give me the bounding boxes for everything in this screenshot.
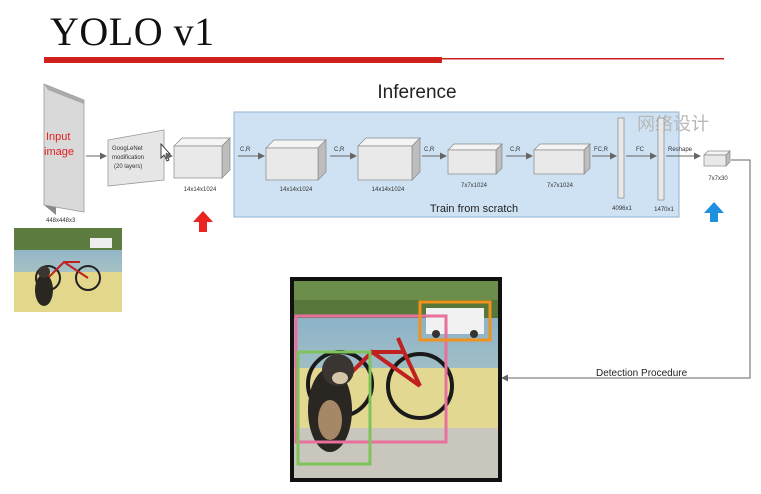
bbox-car bbox=[418, 300, 492, 342]
feature-map-5 bbox=[533, 143, 591, 175]
input-label-line2: image bbox=[44, 146, 74, 158]
feature-map-2 bbox=[265, 139, 327, 181]
slide-title: YOLO v1 bbox=[50, 9, 215, 54]
red-up-arrow-icon bbox=[193, 211, 213, 232]
fc-layer-4096 bbox=[617, 117, 625, 199]
output-size: 7x7x30 bbox=[708, 176, 728, 182]
input-photo-thumbnail bbox=[14, 228, 122, 312]
blue-up-arrow-icon bbox=[704, 202, 724, 222]
googlenet-line3: (20 layers) bbox=[114, 164, 142, 170]
connector-3: C,R bbox=[424, 147, 435, 153]
feature-map-2-size: 14x14x1024 bbox=[280, 187, 313, 193]
bbox-dog bbox=[296, 350, 372, 466]
connector-2: C,R bbox=[334, 147, 345, 153]
connector-5: FC,R bbox=[594, 147, 609, 153]
connector-6: FC bbox=[636, 147, 645, 153]
detection-result-photo bbox=[290, 277, 502, 482]
input-image-slab bbox=[43, 83, 85, 215]
feature-map-4-size: 7x7x1024 bbox=[461, 183, 488, 189]
feature-map-4 bbox=[447, 143, 503, 175]
feature-map-1-size: 14x14x1024 bbox=[184, 187, 217, 193]
fc-layer-4096-size: 4096x1 bbox=[612, 206, 632, 212]
connector-4: C,R bbox=[510, 147, 521, 153]
feature-map-3-size: 14x14x1024 bbox=[372, 187, 405, 193]
connector-1: C,R bbox=[240, 147, 251, 153]
feature-map-5-size: 7x7x1024 bbox=[547, 183, 574, 189]
detection-procedure-line bbox=[501, 159, 751, 382]
train-from-scratch-label: Train from scratch bbox=[430, 203, 518, 215]
watermark: 网络设计 bbox=[637, 114, 709, 135]
googlenet-line2: modification bbox=[112, 155, 144, 161]
output-tensor bbox=[703, 150, 731, 167]
detection-procedure-label: Detection Procedure bbox=[596, 368, 688, 379]
feature-map-1 bbox=[173, 137, 231, 179]
input-label-line1: Input bbox=[46, 131, 70, 143]
fc-layer-1470 bbox=[657, 117, 665, 201]
inference-label: Inference bbox=[377, 82, 456, 103]
connector-reshape: Reshape bbox=[668, 147, 693, 153]
googlenet-line1: GoogLeNet bbox=[112, 146, 143, 152]
fc-layer-1470-size: 1470x1 bbox=[654, 207, 674, 213]
feature-map-3 bbox=[357, 137, 421, 181]
title-underline-thin bbox=[442, 58, 724, 60]
title-underline-red bbox=[44, 57, 442, 63]
googlenet-block bbox=[107, 129, 165, 187]
input-size-label: 448x448x3 bbox=[46, 218, 76, 224]
